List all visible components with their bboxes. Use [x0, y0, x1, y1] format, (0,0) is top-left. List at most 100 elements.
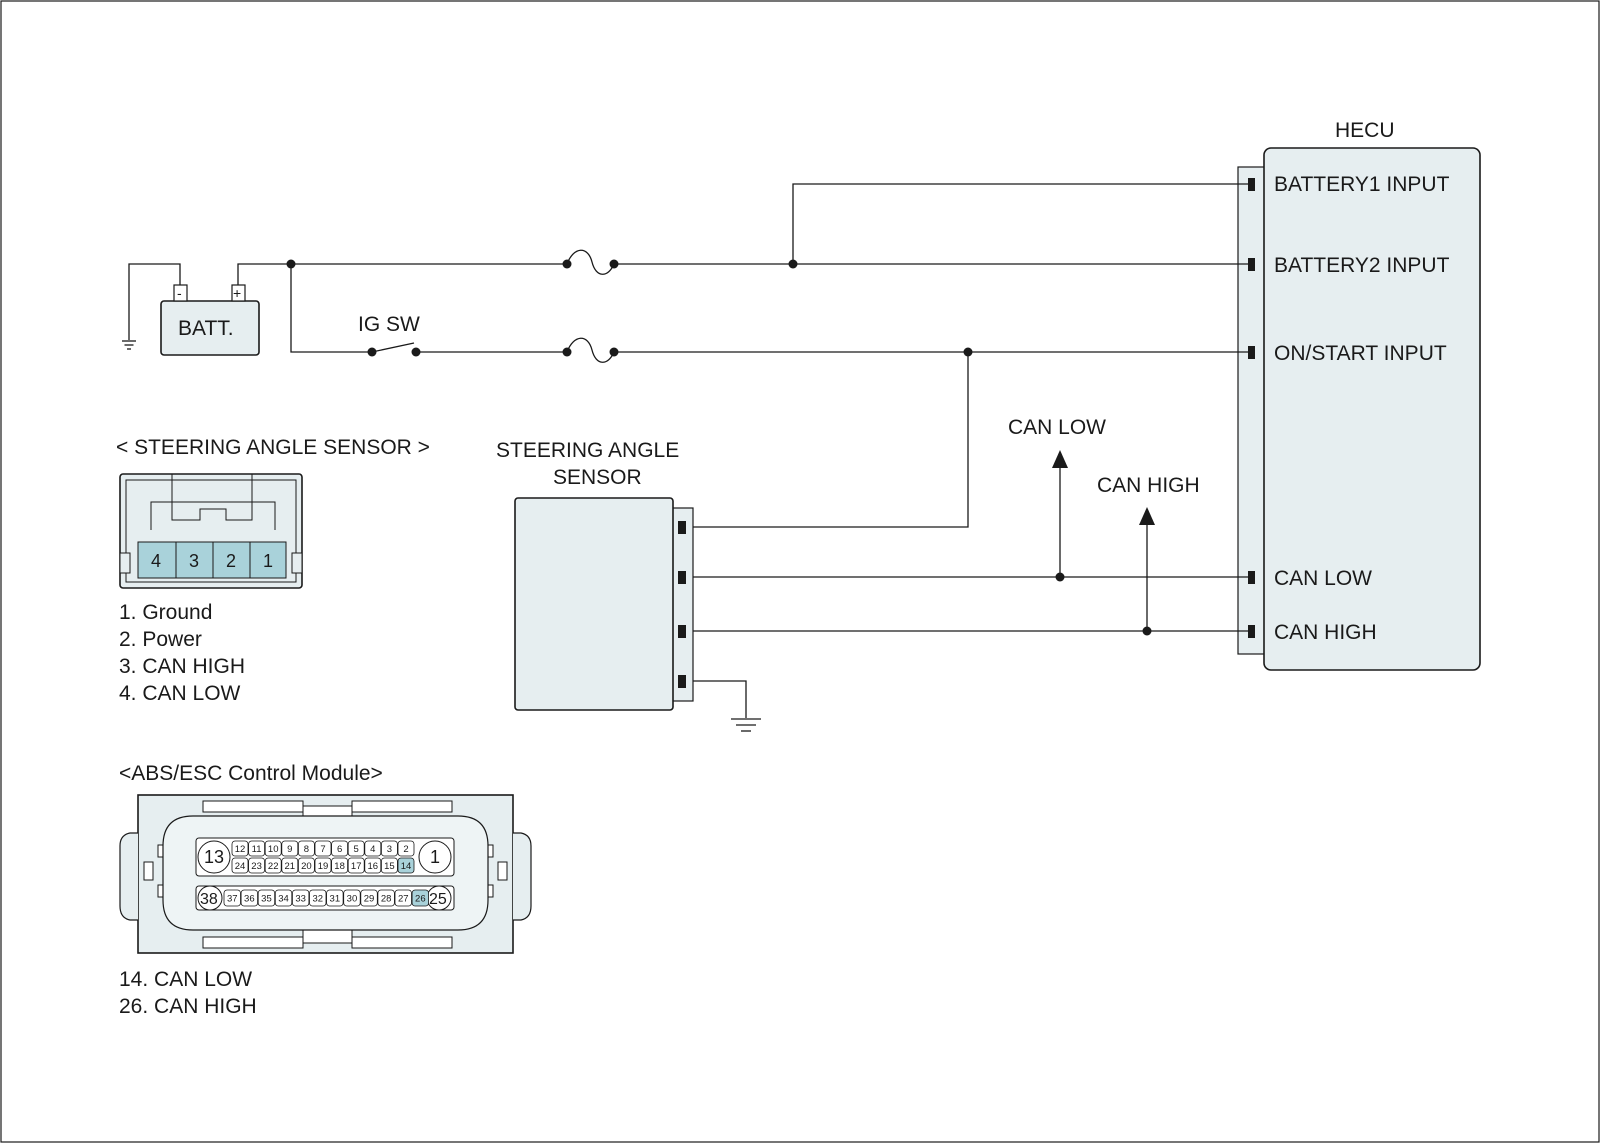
sas-pin-label: 1 — [263, 551, 273, 571]
abs-pin-7 — [314, 840, 332, 857]
abs-pin-23 — [248, 857, 266, 874]
can-low-arrow — [1052, 450, 1068, 468]
battery-ground-wire — [128, 263, 181, 340]
abs-pin-label: 33 — [295, 894, 306, 905]
hecu-pin-marker — [1248, 346, 1255, 359]
abs-pin-24 — [231, 857, 249, 874]
sas-latch — [150, 501, 276, 530]
abs-pin-16 — [364, 857, 382, 874]
abs-pin-13-circle — [197, 840, 231, 874]
battery-ground-symbol — [122, 340, 136, 350]
sas-side-tab — [119, 552, 131, 574]
abs-pin-label: 4 — [370, 844, 375, 855]
abs-rail — [202, 800, 304, 813]
can-high-arrow — [1139, 507, 1155, 525]
abs-pin-label: 28 — [381, 894, 392, 905]
hecu-pin-on-start-input: ON/START INPUT — [1274, 342, 1447, 365]
abs-side-slot — [143, 861, 154, 881]
abs-pin-10 — [264, 840, 282, 857]
abs-pin-14 — [397, 857, 415, 874]
abs-pin-label: 29 — [364, 894, 375, 905]
hecu-title: HECU — [1335, 119, 1395, 142]
battery-neg-sign: - — [177, 285, 182, 301]
sas-pin-3 — [175, 541, 214, 579]
abs-pin-label: 1 — [430, 847, 440, 867]
abs-pin-label: 6 — [337, 844, 342, 855]
sas-connector-heading: < STEERING ANGLE SENSOR > — [116, 436, 430, 459]
splice-battery — [788, 259, 798, 269]
sas-legend-item: 4. CAN LOW — [119, 682, 241, 705]
hecu-pin-can-high: CAN HIGH — [1274, 621, 1377, 644]
abs-pin-label: 9 — [287, 844, 292, 855]
wire-sensor-ground — [693, 680, 747, 718]
abs-pin-label: 18 — [334, 861, 345, 872]
can-low-arrow-label: CAN LOW — [1008, 416, 1106, 439]
abs-pin-label: 31 — [330, 894, 341, 905]
abs-pin-38-circle — [197, 885, 223, 911]
sensor-title-line2: SENSOR — [553, 466, 642, 489]
hecu-box — [1263, 147, 1481, 671]
abs-pin-label: 10 — [268, 844, 279, 855]
abs-pin-label: 5 — [354, 844, 359, 855]
fuse-1-terminal — [562, 259, 572, 269]
abs-side-slot — [497, 861, 508, 881]
abs-pin-label: 24 — [235, 861, 246, 872]
abs-pin-label: 15 — [384, 861, 395, 872]
abs-pin-label: 11 — [252, 844, 262, 855]
fuse-2 — [566, 337, 615, 363]
fuse-1 — [566, 249, 615, 275]
abs-pin-1-circle — [418, 840, 452, 874]
ig-switch-label: IG SW — [358, 313, 420, 336]
abs-pin-9 — [281, 840, 299, 857]
sas-pin-label: 4 — [151, 551, 161, 571]
sensor-pin-marker — [678, 625, 686, 638]
abs-pin-label: 21 — [285, 861, 296, 872]
can-high-arrow-label: CAN HIGH — [1097, 474, 1200, 497]
abs-pin-15 — [380, 857, 398, 874]
abs-pin-label: 37 — [227, 894, 238, 905]
wire-battery-positive — [237, 263, 567, 285]
ig-switch-blade — [371, 342, 415, 353]
abs-pin-11 — [248, 840, 266, 857]
abs-pin-21 — [281, 857, 299, 874]
abs-pin-label: 2 — [403, 844, 408, 855]
abs-pin-18 — [331, 857, 349, 874]
abs-pin-label: 13 — [204, 847, 224, 867]
abs-pin-label: 22 — [268, 861, 279, 872]
abs-pin-label: 32 — [312, 894, 323, 905]
abs-pin-17 — [347, 857, 365, 874]
abs-pin-20 — [297, 857, 315, 874]
abs-pin-label: 38 — [200, 891, 218, 908]
steering-angle-sensor: STEERING ANGLE SENSOR — [496, 439, 694, 711]
abs-pin-36 — [240, 889, 259, 907]
abs-pin-5 — [347, 840, 365, 857]
battery-label: BATT. — [178, 317, 234, 340]
abs-pin-37 — [223, 889, 241, 907]
abs-side-ear-left — [119, 832, 138, 921]
sensor-pin-marker — [678, 675, 686, 688]
abs-pin-label: 26 — [415, 894, 426, 905]
hecu-pin-marker — [1248, 571, 1255, 584]
hecu-pin-battery2-input: BATTERY2 INPUT — [1274, 254, 1450, 277]
sas-latch-center — [171, 474, 253, 521]
abs-pin-2 — [397, 840, 415, 857]
abs-pin-30 — [343, 889, 361, 907]
abs-pin-34 — [274, 889, 293, 907]
abs-pin-35 — [257, 889, 276, 907]
sensor-title-line1: STEERING ANGLE — [496, 439, 679, 462]
abs-pin-label: 8 — [304, 844, 309, 855]
abs-legend-item: 14. CAN LOW — [119, 968, 252, 991]
abs-pin-26 — [411, 889, 430, 907]
abs-pin-28 — [377, 889, 395, 907]
sas-pin-label: 2 — [226, 551, 236, 571]
hecu-pin-marker — [1248, 258, 1255, 271]
hecu-pin-can-low: CAN LOW — [1274, 567, 1372, 590]
battery-body — [160, 300, 260, 356]
hecu-pin-battery1-input: BATTERY1 INPUT — [1274, 173, 1450, 196]
wires: IG SW CAN LOW CAN HIGH — [237, 183, 1248, 732]
abs-pin-6 — [331, 840, 349, 857]
abs-pin-27 — [394, 889, 412, 907]
abs-pin-29 — [360, 889, 378, 907]
